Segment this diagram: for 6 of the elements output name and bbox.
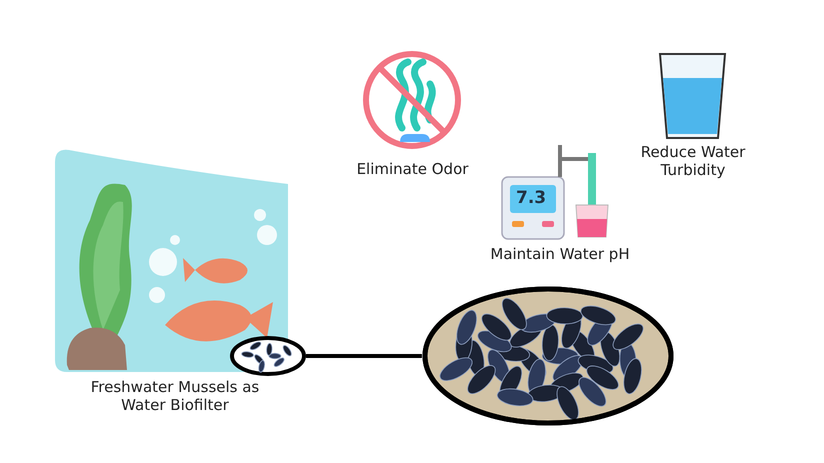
node-label: Eliminate Odor (356, 160, 470, 178)
node-label: Maintain Water pH (489, 245, 631, 263)
display-reading: 7.3 (516, 189, 546, 207)
connector-line (306, 354, 422, 358)
node-label: Freshwater Mussels as Water Biofilter (90, 378, 260, 414)
node-label: Reduce Water Turbidity (640, 143, 746, 179)
